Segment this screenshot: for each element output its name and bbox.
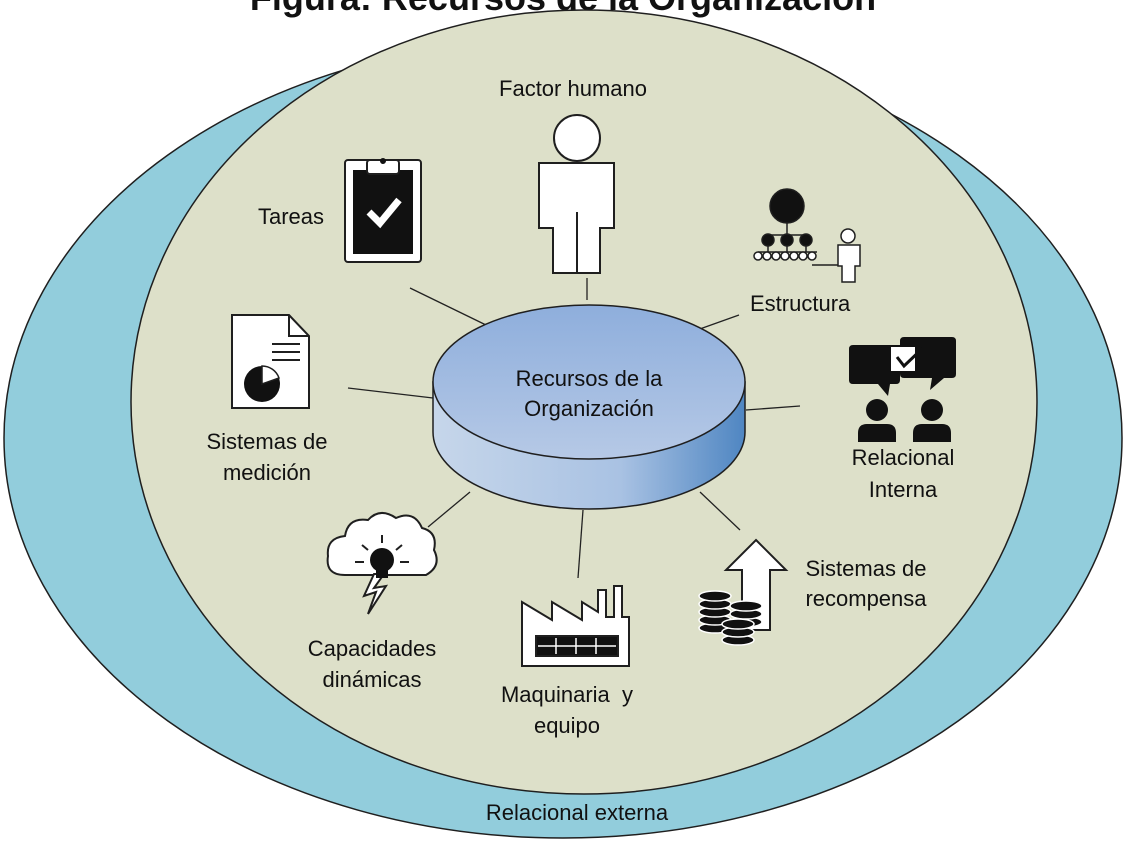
connectors bbox=[347, 278, 801, 579]
label-maquinaria-2: equipo bbox=[534, 713, 600, 738]
label-factor-humano: Factor humano bbox=[499, 76, 647, 101]
lightbulb-brain-icon bbox=[326, 512, 438, 615]
diagram-title: Figura: Recursos de la Organización bbox=[250, 0, 876, 18]
coins-arrow-icon bbox=[698, 538, 789, 646]
org-chart-icon bbox=[753, 188, 861, 283]
chat-team-icon bbox=[849, 337, 956, 442]
label-maquinaria-1: Maquinaria y bbox=[501, 682, 633, 707]
center-disc: Recursos de la Organización bbox=[432, 304, 746, 510]
label-capacidades-2: dinámicas bbox=[322, 667, 421, 692]
report-pie-icon bbox=[231, 314, 310, 409]
person-icon bbox=[538, 114, 615, 274]
center-label-line2: Organización bbox=[524, 396, 654, 421]
label-recompensa-1: Sistemas de bbox=[805, 556, 926, 581]
label-recompensa-2: recompensa bbox=[805, 586, 927, 611]
label-relacional-interna-1: Relacional bbox=[852, 445, 955, 470]
label-tareas: Tareas bbox=[258, 204, 324, 229]
label-relacional-interna-2: Interna bbox=[869, 477, 938, 502]
clipboard-check-icon bbox=[344, 158, 422, 263]
label-relacional-externa: Relacional externa bbox=[486, 800, 669, 825]
label-capacidades-1: Capacidades bbox=[308, 636, 436, 661]
center-label-line1: Recursos de la bbox=[516, 366, 664, 391]
label-sistemas-medicion-2: medición bbox=[223, 460, 311, 485]
label-estructura: Estructura bbox=[750, 291, 851, 316]
label-sistemas-medicion-1: Sistemas de bbox=[206, 429, 327, 454]
factory-icon bbox=[521, 585, 630, 667]
